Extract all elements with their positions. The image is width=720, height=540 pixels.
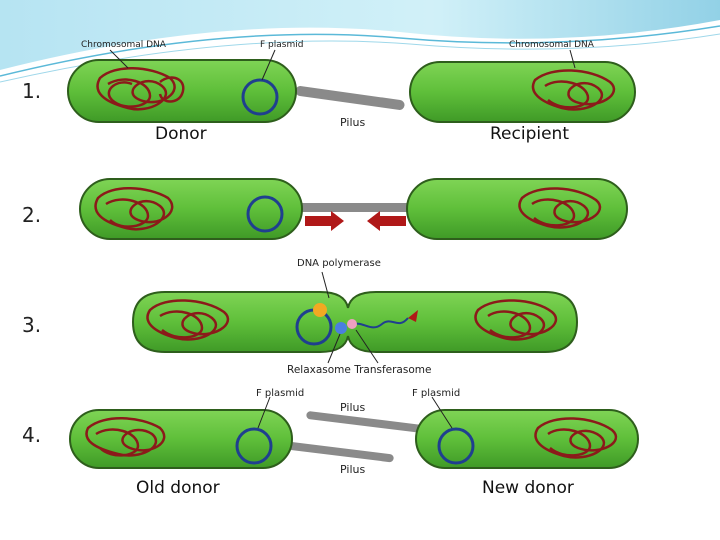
- relaxasome-transferasome-label: Relaxasome Transferasome: [287, 364, 431, 376]
- step-number: 2.: [22, 203, 41, 227]
- f-plasmid: [246, 195, 284, 233]
- pilus-label: Pilus: [340, 463, 365, 476]
- leader-line: [257, 396, 271, 429]
- chromosomal-dna-label: Chromosomal DNA: [81, 40, 167, 50]
- f-plasmid: [437, 427, 475, 465]
- f-plasmid-label: F plasmid: [256, 388, 304, 399]
- dna-polymerase-label: DNA polymerase: [297, 258, 381, 269]
- transfer-direction-arrow: [408, 310, 418, 322]
- leader-line: [327, 333, 341, 364]
- retraction-arrow-left: [367, 211, 406, 231]
- pilus: [306, 411, 424, 433]
- chromosomal-dna: [534, 417, 618, 459]
- recipient-cell: [406, 178, 628, 240]
- step-number: 3.: [22, 313, 41, 337]
- pilus-label: Pilus: [340, 401, 365, 414]
- pilus-label: Pilus: [340, 116, 365, 129]
- step-number: 4.: [22, 423, 41, 447]
- pilus: [290, 203, 415, 212]
- leader-line: [261, 49, 276, 81]
- old-donor-cell: [69, 409, 293, 469]
- step-2: 2.: [22, 178, 628, 240]
- step-number: 1.: [22, 79, 41, 103]
- new-donor-cell: [415, 409, 639, 469]
- pilus: [295, 86, 405, 110]
- chromosomal-dna: [474, 299, 558, 341]
- transferasome-blob: [347, 319, 357, 329]
- f-plasmid: [235, 427, 273, 465]
- chromosomal-dna: [85, 417, 166, 457]
- new-donor-label: New donor: [482, 478, 574, 498]
- recipient-label: Recipient: [490, 124, 569, 144]
- step-1: 1. Chromosomal DNA F plasmid Chromosomal…: [22, 40, 636, 144]
- transferred-dna-strand: [349, 317, 409, 329]
- step-4: 4. F plasmid F plasmid Pilus Pilus Old d…: [22, 388, 639, 498]
- chromosomal-dna: [94, 187, 174, 231]
- leader-line: [431, 396, 453, 429]
- old-donor-label: Old donor: [136, 478, 220, 498]
- leader-line: [355, 329, 379, 364]
- header-decoration: [0, 0, 720, 83]
- f-plasmid-label: F plasmid: [412, 388, 460, 399]
- f-plasmid-label: F plasmid: [260, 40, 303, 50]
- leader-line: [109, 49, 129, 69]
- leader-line: [321, 271, 330, 299]
- relaxasome-blob: [335, 322, 347, 334]
- pilus: [286, 441, 394, 463]
- chromosomal-dna: [146, 299, 230, 341]
- chromosomal-dna-label: Chromosomal DNA: [509, 40, 595, 50]
- step-3: 3. DNA polymerase Relaxasome Transferaso…: [22, 258, 579, 376]
- chromosomal-dna: [96, 67, 185, 111]
- f-plasmid: [241, 78, 279, 116]
- leader-line: [569, 49, 576, 69]
- chromosomal-dna: [518, 187, 602, 229]
- donor-cell: [79, 178, 303, 240]
- dna-polymerase-blob: [313, 303, 327, 317]
- retraction-arrow-right: [305, 211, 344, 231]
- donor-label: Donor: [155, 124, 207, 144]
- chromosomal-dna: [531, 69, 616, 111]
